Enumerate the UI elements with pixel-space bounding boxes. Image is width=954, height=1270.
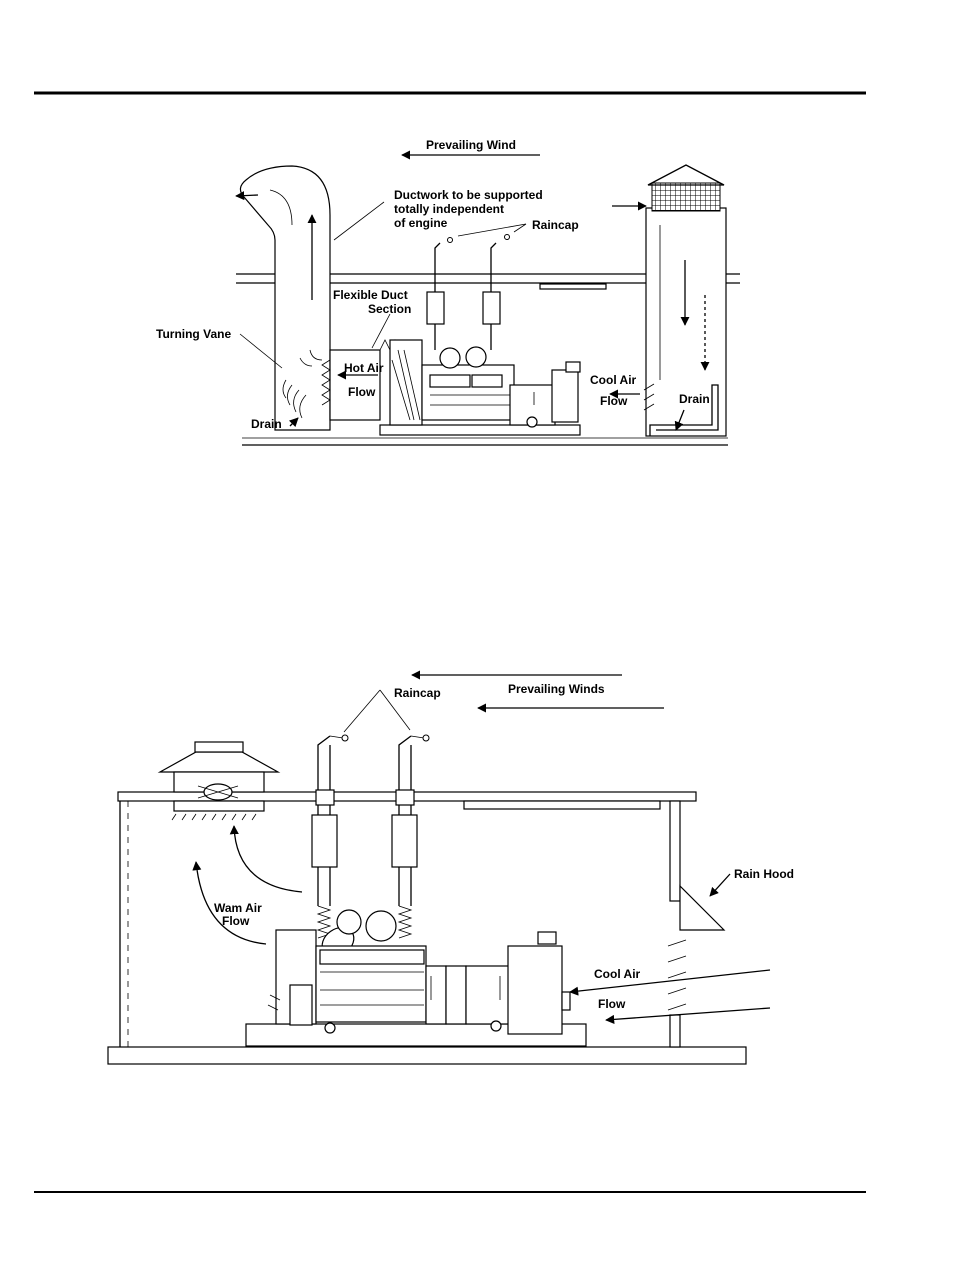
- top-cool-air-label-2: Flow: [600, 394, 628, 408]
- bottom-ceiling-light: [464, 801, 660, 809]
- flexible-duct-section: [322, 340, 400, 420]
- bottom-raincap-label: Raincap: [394, 686, 441, 700]
- intake-louver-icon: [652, 183, 720, 211]
- top-ceiling-light: [540, 284, 606, 289]
- bottom-genset: [246, 910, 586, 1046]
- top-drain-left-label: Drain: [251, 417, 282, 431]
- flex-duct-label-2: Section: [368, 302, 411, 316]
- roof-fan-icon: [160, 742, 278, 820]
- turning-vane-label: Turning Vane: [156, 327, 231, 341]
- bottom-diagram: [108, 675, 770, 1064]
- bottom-wind-label: Prevailing Winds: [508, 682, 605, 696]
- bottom-cool-air-label-1: Cool Air: [594, 967, 641, 981]
- bottom-floor-slab: [108, 1047, 746, 1064]
- flex-duct-label-1: Flexible Duct: [333, 288, 408, 302]
- hot-air-label-2: Flow: [348, 385, 376, 399]
- rain-hood-label: Rain Hood: [734, 867, 794, 881]
- rain-hood-icon: [680, 886, 724, 930]
- ductwork-note-line-1: Ductwork to be supported: [394, 188, 543, 202]
- hot-air-label-1: Hot Air: [344, 361, 384, 375]
- top-cool-air-label-1: Cool Air: [590, 373, 637, 387]
- top-raincap-label: Raincap: [532, 218, 579, 232]
- bottom-exhaust-stacks: [312, 735, 429, 938]
- ductwork-note-line-3: of engine: [394, 216, 448, 230]
- top-genset: [380, 235, 580, 436]
- ductwork-note-line-2: totally independent: [394, 202, 504, 216]
- warm-air-label-2: Flow: [222, 914, 250, 928]
- top-drain-right-label: Drain: [679, 392, 710, 406]
- exhaust-duct: [240, 166, 330, 430]
- top-wind-label: Prevailing Wind: [426, 138, 516, 152]
- warm-air-label-1: Wam Air: [214, 901, 262, 915]
- bottom-cool-air-label-2: Flow: [598, 997, 626, 1011]
